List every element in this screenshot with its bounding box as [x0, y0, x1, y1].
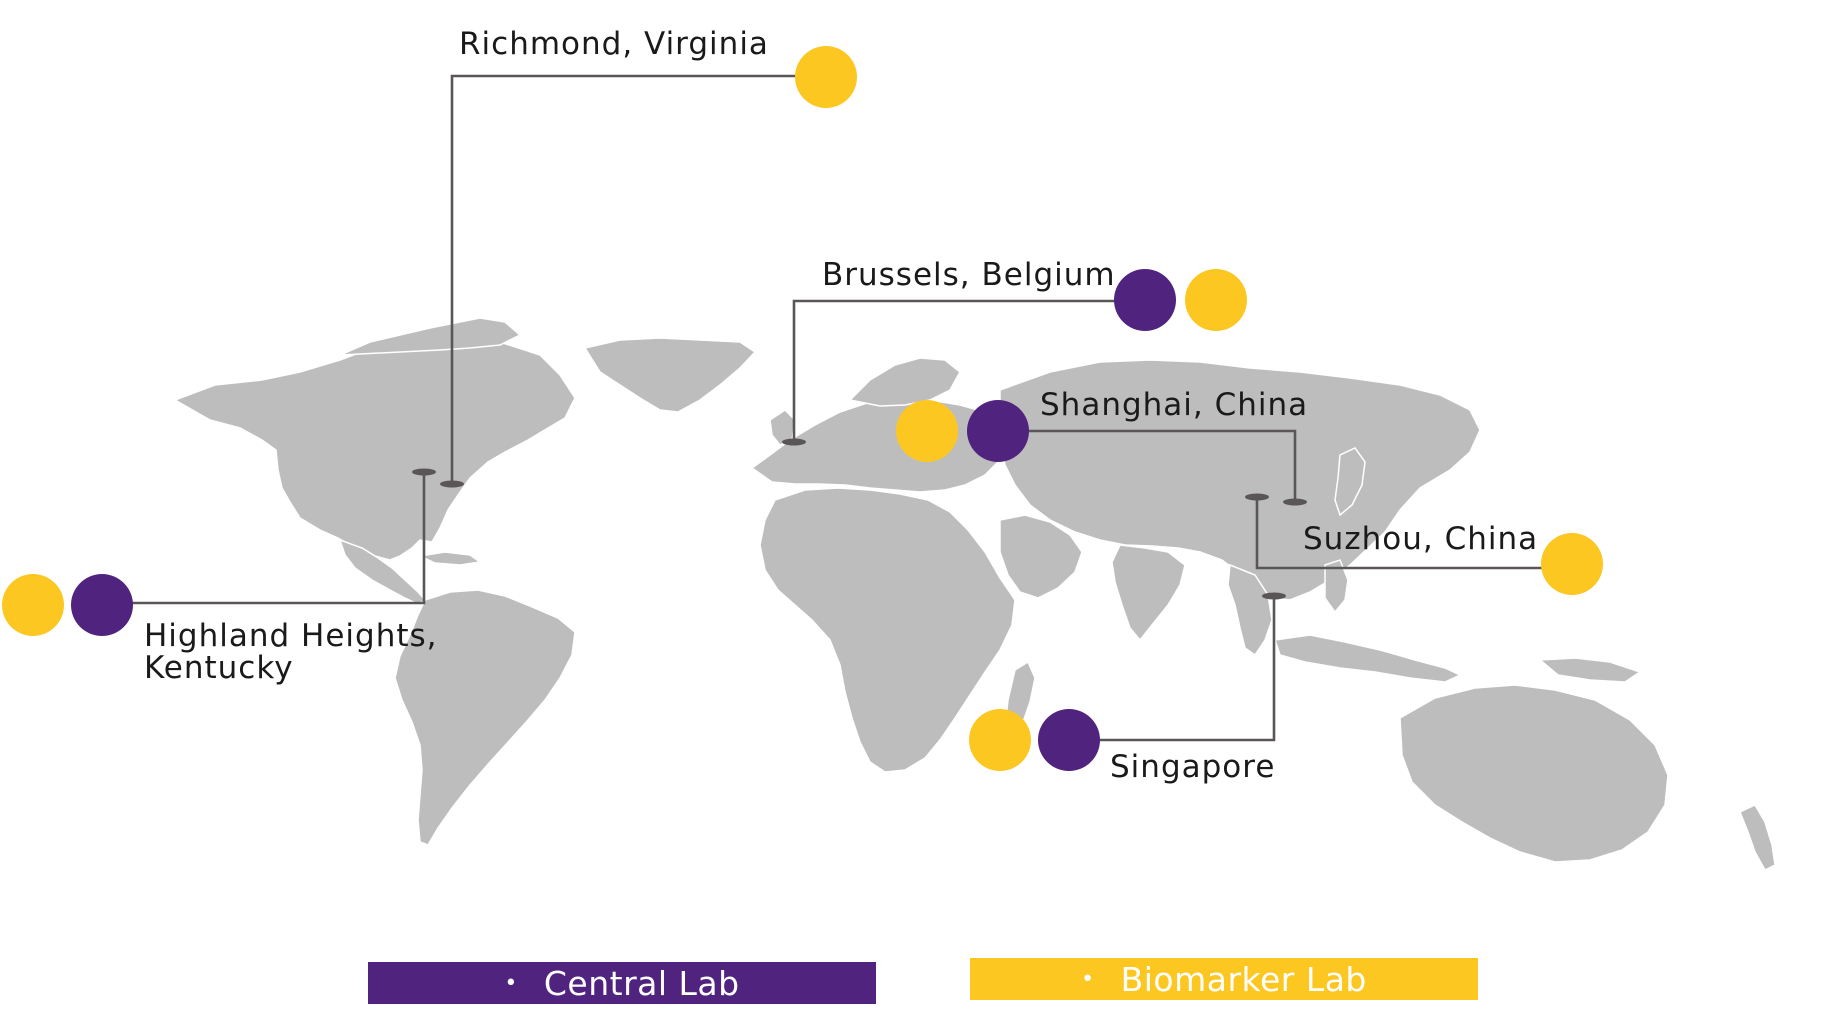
- brussels-biomarker-dot: [1185, 269, 1247, 331]
- scandinavia-landmass: [848, 357, 961, 407]
- legend-central-bullet: •: [504, 970, 518, 996]
- richmond-label: Richmond, Virginia: [459, 26, 769, 62]
- suzhou-leader-line: [1255, 497, 1542, 570]
- legend-central-lab: • Central Lab: [368, 962, 876, 1004]
- highland-heights-label-line2: Kentucky: [144, 650, 294, 686]
- brussels-central-dot: [1114, 269, 1176, 331]
- new-zealand-landmass: [1739, 804, 1776, 871]
- new-guinea-landmass: [1538, 657, 1642, 683]
- brussels-pin: [782, 438, 806, 446]
- suzhou-label: Suzhou, China: [1303, 521, 1539, 557]
- arctic-islands-landmass: [339, 317, 522, 356]
- japan-landmass: [1334, 447, 1366, 517]
- highland-heights-leader-line: [130, 472, 426, 605]
- india-landmass: [1111, 544, 1186, 642]
- suzhou-biomarker-dot: [1541, 533, 1603, 595]
- brussels-label: Brussels, Belgium: [822, 257, 1116, 293]
- shanghai-pin: [1283, 498, 1307, 506]
- legend-biomarker-lab: • Biomarker Lab: [970, 958, 1478, 1000]
- philippines-landmass: [1324, 559, 1349, 614]
- indonesia-landmass: [1274, 634, 1462, 683]
- singapore-central-dot: [1038, 709, 1100, 771]
- shanghai-central-dot: [967, 400, 1029, 462]
- shanghai-label: Shanghai, China: [1040, 387, 1309, 423]
- greenland-landmass: [583, 337, 757, 413]
- shanghai-leader-line: [1025, 429, 1297, 500]
- north-america-landmass: [173, 337, 576, 561]
- suzhou-pin: [1245, 493, 1269, 501]
- singapore-pin: [1262, 592, 1286, 600]
- richmond-pin: [440, 480, 464, 488]
- richmond-biomarker-dot: [795, 46, 857, 108]
- southeast-asia-landmass: [1227, 563, 1273, 657]
- legend-biomarker-bullet: •: [1081, 966, 1095, 992]
- shanghai-biomarker-dot: [896, 400, 958, 462]
- singapore-label: Singapore: [1110, 749, 1276, 785]
- singapore-leader-line: [1100, 596, 1276, 742]
- brussels-leader-line: [792, 299, 1115, 440]
- legend-biomarker-label: Biomarker Lab: [1120, 959, 1367, 999]
- highland-heights-central-dot: [71, 574, 133, 636]
- africa-landmass: [759, 487, 1016, 773]
- legend-central-label: Central Lab: [543, 963, 740, 1003]
- south-america-landmass: [394, 589, 576, 846]
- caribbean-landmass: [417, 551, 482, 566]
- highland-heights-label-line1: Highland Heights,: [144, 618, 438, 654]
- singapore-biomarker-dot: [969, 709, 1031, 771]
- australia-landmass: [1399, 684, 1669, 863]
- richmond-leader-line: [450, 74, 800, 483]
- arabia-landmass: [999, 514, 1083, 599]
- highland-heights-biomarker-dot: [2, 574, 64, 636]
- highland-heights-pin: [412, 468, 436, 476]
